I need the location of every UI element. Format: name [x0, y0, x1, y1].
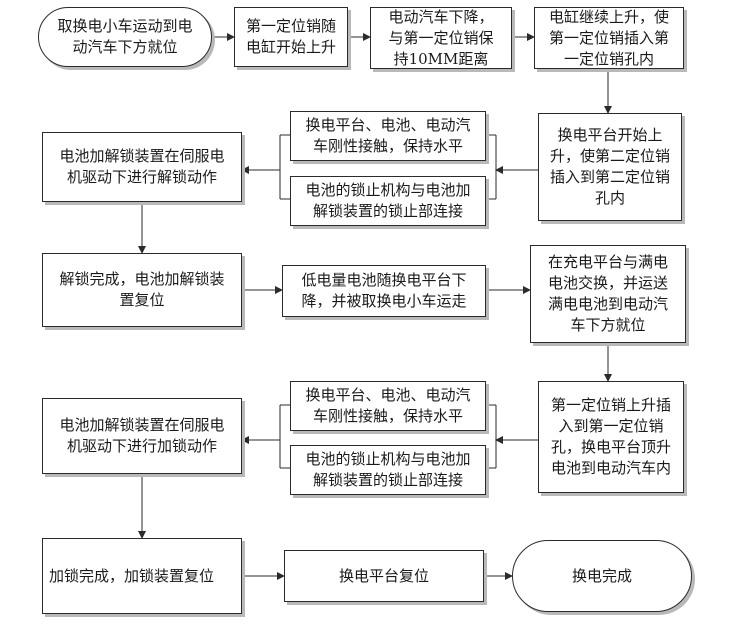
step-platform-rise: 换电平台开始上 升，使第二定位销 插入到第二定位销 孔内 — [538, 113, 682, 221]
step-battery-swap: 在充电平台与满电 电池交换，并运送 满电电池到电动汽 车下方就位 — [530, 245, 686, 343]
step-unlock: 电池加解锁装置在伺服电 机驱动下进行解锁动作 — [42, 132, 242, 202]
step-lock-connect-2-text: 电池的锁止机构与电池加 解锁装置的锁止部连接 — [305, 450, 471, 489]
step-lock-done-text: 加锁完成，加锁装置复位 — [49, 566, 215, 585]
step-battery-install-text: 第一定位销上升插 入到第一定位销 孔，换电平台顶升 电池到电动汽车内 — [550, 396, 671, 477]
step-unlock-done-text: 解锁完成，电池加解锁装 置复位 — [59, 270, 225, 309]
step-pin-rise: 第一定位销随 电缸开始上升 — [234, 7, 348, 67]
step-lock-connect-1: 电池的锁止机构与电池加 解锁装置的锁止部连接 — [290, 176, 486, 226]
step-pin-rise-text: 第一定位销随 电缸开始上升 — [245, 17, 336, 56]
step-lock-done: 加锁完成，加锁装置复位 — [42, 538, 242, 614]
step-platform-reset: 换电平台复位 — [284, 550, 484, 602]
step-car-lower: 电动汽车下降， 与第一定位销保 持10MM距离 — [370, 7, 512, 69]
end-node-text: 换电完成 — [571, 566, 632, 585]
start-node-text: 取换电小车运动到电 动汽车下方就位 — [57, 17, 193, 56]
step-unlock-done: 解锁完成，电池加解锁装 置复位 — [42, 253, 242, 327]
step-pin-insert: 电缸继续上升，使 第一定位销插入第 一定位销孔内 — [534, 7, 684, 69]
step-pin-insert-text: 电缸继续上升，使 第一定位销插入第 一定位销孔内 — [548, 7, 669, 68]
end-node: 换电完成 — [512, 540, 692, 612]
step-battery-removed-text: 低电量电池随换电平台下 降，并被取换电小车运走 — [301, 271, 467, 310]
step-platform-reset-text: 换电平台复位 — [338, 566, 429, 585]
step-lock: 电池加解锁装置在伺服电 机驱动下进行加锁动作 — [42, 398, 242, 474]
step-car-lower-text: 电动汽车下降， 与第一定位销保 持10MM距离 — [388, 7, 494, 68]
step-rigid-contact-1-text: 换电平台、电池、电动汽 车刚性接触，保持水平 — [305, 116, 471, 155]
step-battery-install: 第一定位销上升插 入到第一定位销 孔，换电平台顶升 电池到电动汽车内 — [538, 381, 684, 493]
step-unlock-text: 电池加解锁装置在伺服电 机驱动下进行解锁动作 — [59, 147, 225, 186]
step-rigid-contact-2-text: 换电平台、电池、电动汽 车刚性接触，保持水平 — [305, 386, 471, 425]
step-battery-swap-text: 在充电平台与满电 电池交换，并运送 满电电池到电动汽 车下方就位 — [547, 253, 668, 334]
step-battery-removed: 低电量电池随换电平台下 降，并被取换电小车运走 — [282, 265, 486, 317]
step-lock-text: 电池加解锁装置在伺服电 机驱动下进行加锁动作 — [59, 416, 225, 455]
step-rigid-contact-1: 换电平台、电池、电动汽 车刚性接触，保持水平 — [290, 111, 486, 161]
start-node: 取换电小车运动到电 动汽车下方就位 — [38, 7, 212, 67]
step-platform-rise-text: 换电平台开始上 升，使第二定位销 插入到第二定位销 孔内 — [549, 126, 670, 207]
step-lock-connect-1-text: 电池的锁止机构与电池加 解锁装置的锁止部连接 — [305, 181, 471, 220]
step-lock-connect-2: 电池的锁止机构与电池加 解锁装置的锁止部连接 — [290, 445, 486, 495]
step-rigid-contact-2: 换电平台、电池、电动汽 车刚性接触，保持水平 — [290, 381, 486, 431]
